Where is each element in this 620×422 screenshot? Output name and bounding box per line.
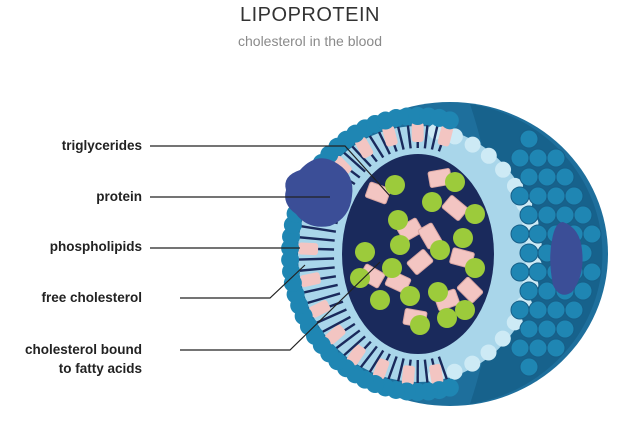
pale-phospholipid-head	[480, 344, 497, 361]
triglyceride-drop	[465, 258, 485, 278]
surface-head	[537, 167, 557, 187]
triglyceride-drop	[385, 175, 405, 195]
surface-head	[564, 186, 584, 206]
surface-head	[528, 300, 548, 320]
surface-head	[519, 167, 539, 187]
label-triglycerides: triglycerides	[61, 138, 142, 153]
cholesterol-ester	[456, 276, 484, 304]
free-cholesterol	[382, 125, 398, 147]
triglyceride-drop	[350, 268, 370, 288]
surface-head	[510, 262, 530, 282]
free-cholesterol	[355, 137, 374, 159]
surface-head	[510, 148, 530, 168]
label-cholesterol-bound-line1: cholesterol bound	[24, 342, 142, 357]
triglyceride-drop	[453, 228, 473, 248]
surface-head	[537, 319, 557, 339]
surface-head	[519, 205, 539, 225]
label-cholesterol-bound-line2: to fatty acids	[58, 361, 142, 376]
triglyceride-drop	[388, 210, 408, 230]
surface-head	[528, 224, 548, 244]
triglyceride-drop	[428, 282, 448, 302]
triglyceride-drops	[350, 172, 485, 335]
surface-head	[555, 167, 575, 187]
surface-head	[519, 129, 539, 149]
surface-head	[582, 262, 602, 282]
surface-head	[528, 262, 548, 282]
free-cholesterol	[437, 125, 454, 147]
free-cholesterol	[297, 242, 319, 256]
surface-phospholipid-heads	[510, 129, 602, 377]
pale-phospholipid-head	[464, 136, 481, 153]
surface-head	[519, 357, 539, 377]
pale-phospholipid-head	[446, 363, 463, 380]
free-cholesterol	[372, 358, 390, 380]
free-cholesterol	[401, 365, 415, 386]
diagram-title: LIPOPROTEIN	[240, 4, 380, 26]
apolipoprotein-right	[550, 222, 583, 295]
surface-head	[546, 186, 566, 206]
triglyceride-drop	[465, 204, 485, 224]
free-cholesterol	[325, 324, 346, 345]
triglyceride-drop	[382, 258, 402, 278]
surface-head	[546, 338, 566, 358]
surface-head	[510, 338, 530, 358]
free-cholesterol	[429, 363, 444, 385]
triglyceride-drop	[430, 240, 450, 260]
apolipoprotein-left	[285, 158, 353, 227]
triglyceride-drop	[355, 242, 375, 262]
label-phospholipids: phospholipids	[49, 239, 142, 254]
surface-head	[537, 205, 557, 225]
cholesterol-ester	[441, 195, 469, 221]
triglyceride-drop	[422, 192, 442, 212]
free-cholesterol	[331, 155, 352, 177]
phospholipid-heads	[281, 107, 459, 401]
pale-phospholipid-head	[480, 147, 497, 164]
triglyceride-drop	[370, 290, 390, 310]
label-protein: protein	[96, 189, 142, 204]
surface-head	[546, 148, 566, 168]
triglyceride-drop	[437, 308, 457, 328]
label-free-cholesterol: free cholesterol	[41, 290, 142, 305]
pale-phospholipid-head	[464, 355, 481, 372]
surface-head	[564, 300, 584, 320]
free-cholesterol	[309, 300, 331, 318]
surface-head	[555, 319, 575, 339]
triglyceride-drop	[410, 315, 430, 335]
leader-line-triglycerides	[150, 145, 391, 197]
surface-head	[555, 205, 575, 225]
free-cholesterol	[299, 272, 321, 288]
phospholipid-head	[440, 111, 459, 130]
surface-head	[528, 338, 548, 358]
surface-head	[573, 281, 593, 301]
pale-phospholipid-head	[494, 330, 511, 347]
triglyceride-drop	[455, 300, 475, 320]
surface-head	[510, 186, 530, 206]
surface-head	[528, 148, 548, 168]
cholesterol-ester	[406, 249, 434, 275]
triglyceride-drop	[445, 172, 465, 192]
free-cholesterol	[411, 121, 424, 143]
surface-head	[519, 319, 539, 339]
leader-line-free-cholesterol	[180, 264, 306, 299]
diagram-subtitle: cholesterol in the blood	[238, 33, 382, 49]
free-cholesterol	[346, 344, 366, 366]
pale-phospholipid-head	[495, 161, 512, 178]
surface-head	[510, 224, 530, 244]
surface-head	[510, 300, 530, 320]
triglyceride-drop	[400, 286, 420, 306]
surface-head	[528, 186, 548, 206]
surface-head	[519, 243, 539, 263]
surface-head	[519, 281, 539, 301]
surface-head	[582, 224, 602, 244]
surface-head	[573, 205, 593, 225]
triglyceride-drop	[390, 235, 410, 255]
surface-head	[546, 300, 566, 320]
leader-line-cholesterol-bound	[180, 261, 381, 351]
